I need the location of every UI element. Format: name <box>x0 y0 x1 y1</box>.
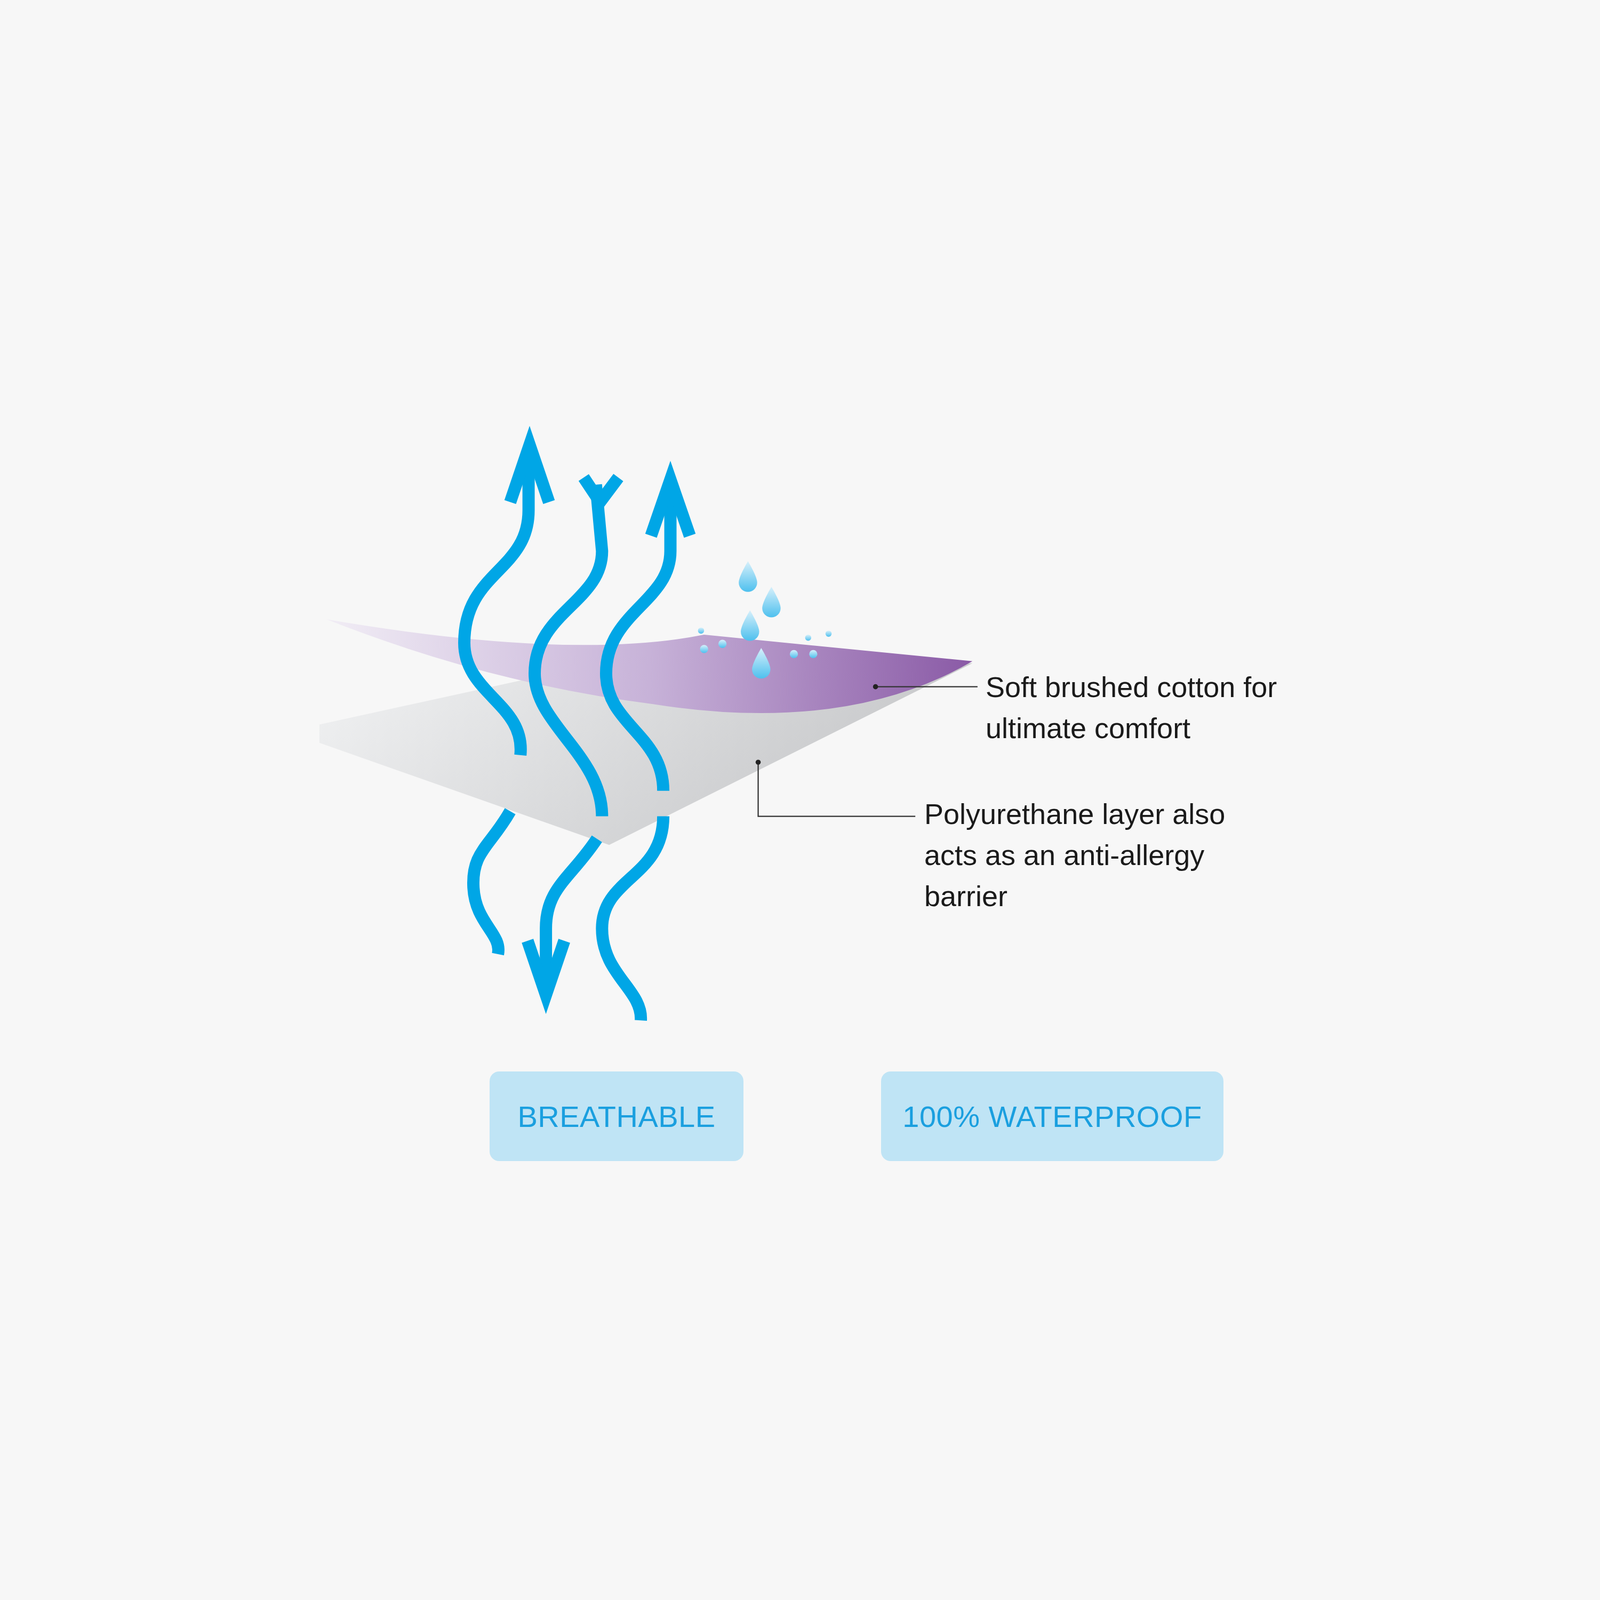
callout-text: Soft brushed cotton for ultimate comfort <box>985 666 1301 749</box>
arrow-tail <box>583 477 619 502</box>
leader-dot <box>755 759 762 765</box>
air-arrow-lower <box>602 816 664 1021</box>
feature-badge: 100% WATERPROOF <box>881 1071 1223 1162</box>
badge-text: BREATHABLE <box>517 1099 716 1134</box>
air-arrow-up <box>464 453 530 755</box>
leader-dot <box>873 684 879 690</box>
callout-text: Polyurethane layer also acts as an anti-… <box>924 793 1282 917</box>
badge-text: 100% WATERPROOF <box>902 1099 1202 1134</box>
arrowhead <box>651 479 691 536</box>
leader-line <box>875 685 978 687</box>
arrowhead <box>527 940 565 995</box>
water-drops <box>698 561 832 679</box>
feature-badge: BREATHABLE <box>489 1071 744 1162</box>
air-flow-arrows <box>464 444 691 1021</box>
air-arrow-down <box>534 484 603 817</box>
air-arrow-up <box>605 488 671 791</box>
cotton-layer <box>326 619 973 714</box>
arrowhead <box>510 444 550 502</box>
air-arrow-lower <box>473 811 510 955</box>
leader-lines <box>758 686 978 817</box>
leader-line <box>758 762 916 816</box>
